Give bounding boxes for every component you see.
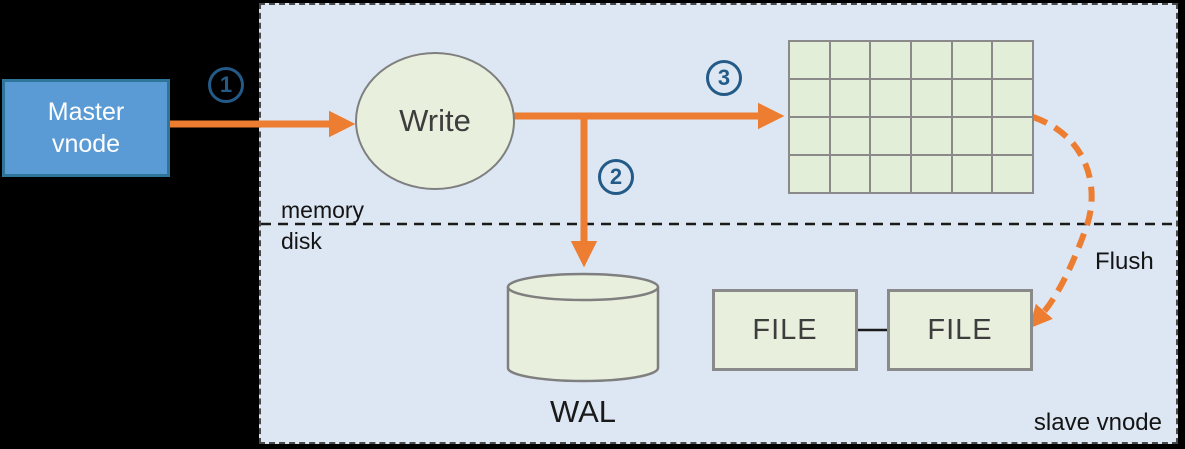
grid-cell [871, 80, 910, 116]
grid-cell [993, 118, 1032, 154]
block-grid [788, 40, 1034, 194]
grid-cell [830, 118, 870, 154]
grid-cell [790, 118, 829, 154]
grid-cell [993, 42, 1032, 78]
grid-cell [830, 156, 870, 192]
write-node: Write [355, 52, 515, 190]
grid-cell [912, 42, 951, 78]
step-2-badge: 2 [598, 159, 634, 195]
grid-cell [952, 80, 992, 116]
wal-label: WAL [549, 394, 617, 429]
grid-cell [790, 42, 829, 78]
grid-cell [993, 80, 1032, 116]
grid-cell [871, 118, 910, 154]
file-box-2: FILE [887, 289, 1033, 371]
grid-cell [830, 42, 870, 78]
grid-cell [993, 156, 1032, 192]
grid-cell [790, 80, 829, 116]
disk-label: disk [281, 228, 322, 254]
grid-cell [912, 118, 951, 154]
grid-cell [912, 156, 951, 192]
slave-vnode-label: slave vnode [1033, 409, 1162, 436]
memory-label: memory [281, 197, 365, 223]
grid-cell [830, 80, 870, 116]
grid-cell [871, 156, 910, 192]
grid-cell [952, 156, 992, 192]
step-3-badge: 3 [706, 60, 742, 96]
grid-cell [912, 80, 951, 116]
file-box-1: FILE [712, 289, 858, 371]
grid-cell [871, 42, 910, 78]
grid-cell [952, 118, 992, 154]
master-vnode-label: Master vnode [47, 97, 125, 159]
grid-cell [952, 42, 992, 78]
grid-cell [790, 156, 829, 192]
flush-label: Flush [1095, 248, 1154, 275]
step-1-badge: 1 [208, 67, 244, 103]
write-node-label: Write [399, 103, 471, 138]
master-vnode-box: Master vnode [2, 79, 170, 177]
